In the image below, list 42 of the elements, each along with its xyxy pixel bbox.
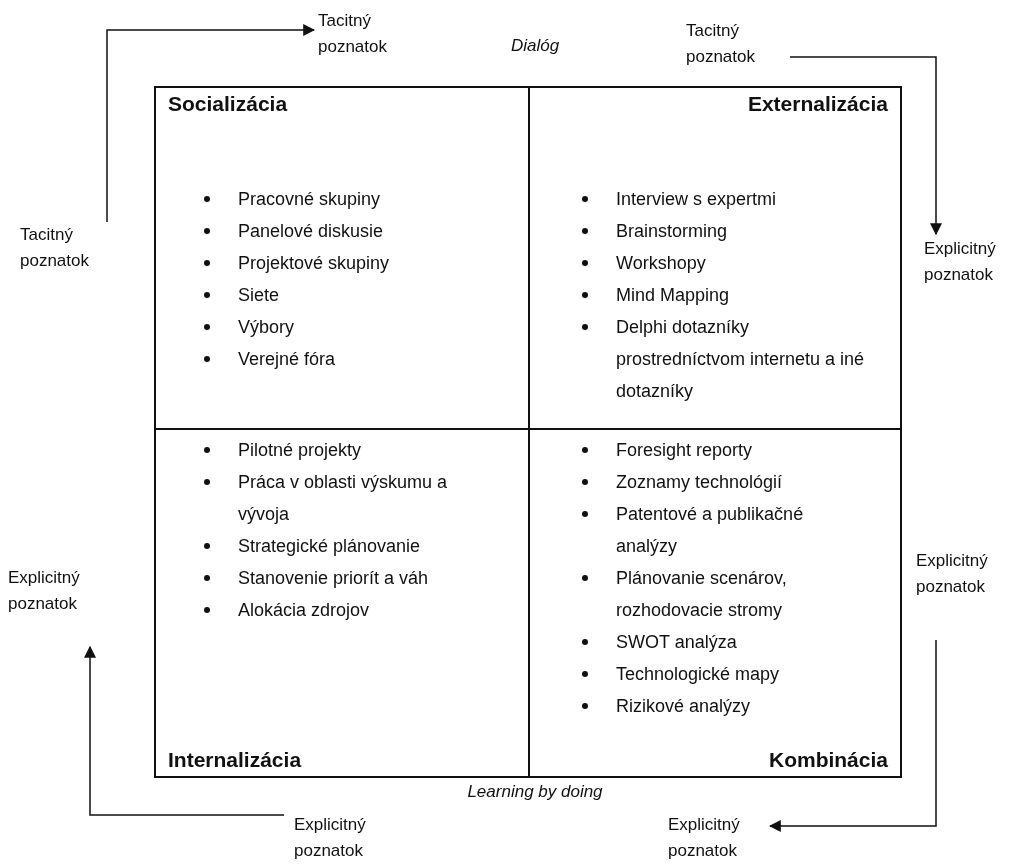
arrow: [789, 56, 942, 236]
axis-caption: Learning by doing: [467, 782, 603, 802]
arrow: [106, 24, 316, 223]
list-item: Interview s expertmi: [580, 183, 880, 215]
arrow: [768, 639, 937, 832]
list-item: Workshopy: [580, 247, 880, 279]
list-item: Panelové diskusie: [202, 215, 492, 247]
knowledge-label: Explicitný poznatok: [8, 565, 108, 617]
list-item: Mind Mapping: [580, 279, 880, 311]
list-item: Alokácia zdrojov: [202, 594, 492, 626]
list-item: Foresight reporty: [580, 434, 850, 466]
list-item: Výbory: [202, 311, 492, 343]
list-item: Verejné fóra: [202, 343, 492, 375]
quadrant-heading: Externalizácia: [747, 92, 888, 116]
knowledge-label: Tacitný poznatok: [318, 8, 418, 60]
list-item: Strategické plánovanie: [202, 530, 492, 562]
knowledge-label: Explicitný poznatok: [668, 812, 768, 864]
list-item: Zoznamy technológií: [580, 466, 850, 498]
list-item: Rizikové analýzy: [580, 690, 850, 722]
list-item: Siete: [202, 279, 492, 311]
knowledge-label: Tacitný poznatok: [686, 18, 786, 70]
arrow: [84, 645, 285, 816]
knowledge-label: Explicitný poznatok: [916, 548, 1020, 600]
list-item: Projektové skupiny: [202, 247, 492, 279]
list-item: Delphi dotazníky prostredníctvom internetu a iné dotazníky: [580, 311, 880, 407]
knowledge-label: Explicitný poznatok: [924, 236, 1028, 288]
list-item: Brainstorming: [580, 215, 880, 247]
quadrant-heading: Kombinácia: [768, 748, 888, 772]
quadrant-heading: Socializácia: [168, 92, 288, 116]
list-item: Práca v oblasti výskumu a vývoja: [202, 466, 492, 530]
list-item: SWOT analýza: [580, 626, 850, 658]
list-item: Stanovenie priorít a váh: [202, 562, 492, 594]
list-item: Technologické mapy: [580, 658, 850, 690]
list-item: Plánovanie scenárov, rozhodovacie stromy: [580, 562, 850, 626]
quadrant-cell: [154, 86, 530, 430]
list-item: Pilotné projekty: [202, 434, 492, 466]
knowledge-label: Tacitný poznatok: [20, 222, 120, 274]
quadrant-heading: Internalizácia: [168, 748, 302, 772]
axis-caption: Dialóg: [510, 36, 560, 56]
list-item: Pracovné skupiny: [202, 183, 492, 215]
knowledge-label: Explicitný poznatok: [294, 812, 394, 864]
list-item: Patentové a publikačné analýzy: [580, 498, 850, 562]
